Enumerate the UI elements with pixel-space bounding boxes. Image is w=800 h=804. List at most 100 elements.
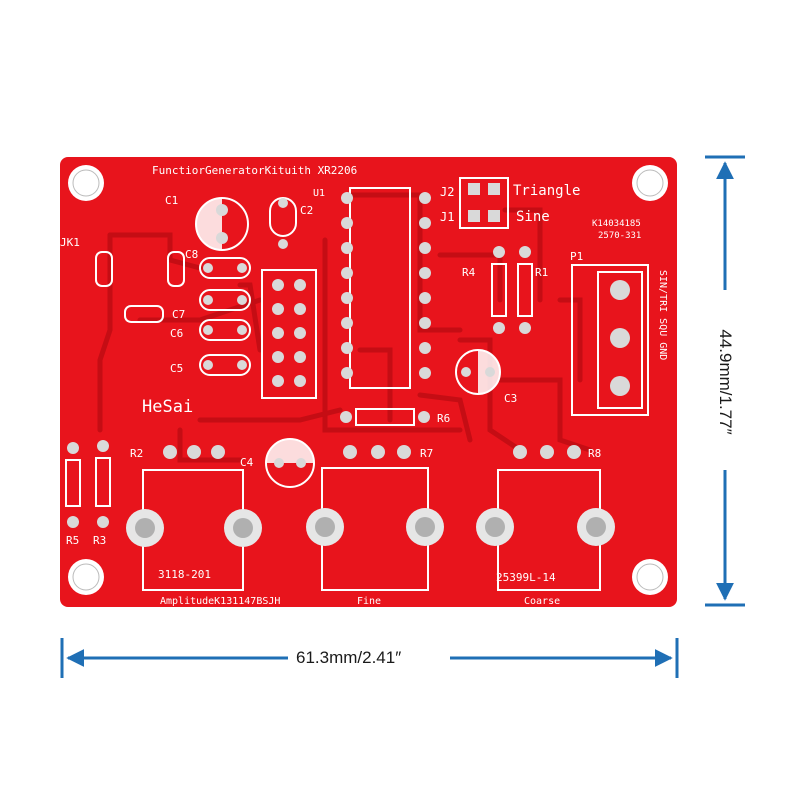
capacitor-c2 xyxy=(269,197,297,249)
solder-pad xyxy=(419,317,431,329)
solder-pad xyxy=(340,411,352,423)
dimension-lines xyxy=(60,155,745,678)
svg-text:C5: C5 xyxy=(170,362,183,375)
solder-pad xyxy=(237,263,247,273)
svg-text:R3: R3 xyxy=(93,534,106,547)
silkscreen-labels: FunctiorGeneratorKituith XR2206 HeSai K1… xyxy=(60,164,668,607)
solder-pad xyxy=(419,267,431,279)
svg-text:Coarse: Coarse xyxy=(524,596,560,607)
solder-pad xyxy=(341,192,353,204)
solder-pad xyxy=(67,442,79,454)
solder-pad xyxy=(97,516,109,528)
capacitor-c4 xyxy=(265,438,315,488)
svg-text:3118-201: 3118-201 xyxy=(158,568,211,581)
header-block xyxy=(261,269,317,399)
solder-pad xyxy=(272,279,284,291)
solder-pad xyxy=(272,375,284,387)
solder-pad xyxy=(203,360,213,370)
solder-pad xyxy=(272,303,284,315)
solder-pad xyxy=(418,411,430,423)
svg-text:P1: P1 xyxy=(570,250,583,263)
svg-text:R1: R1 xyxy=(535,266,548,279)
svg-text:JK1: JK1 xyxy=(60,236,80,249)
svg-text:C8: C8 xyxy=(185,248,198,261)
svg-text:C1: C1 xyxy=(165,194,178,207)
part-code: K14034185 xyxy=(592,219,641,229)
solder-pad xyxy=(493,246,505,258)
solder-pad xyxy=(419,367,431,379)
solder-pad xyxy=(294,303,306,315)
solder-pad xyxy=(272,351,284,363)
solder-pad xyxy=(419,242,431,254)
solder-pad xyxy=(97,440,109,452)
solder-pad xyxy=(341,217,353,229)
part-code-2: 2570-331 xyxy=(598,231,641,241)
solder-pad xyxy=(67,516,79,528)
terminal-p1 xyxy=(571,264,649,416)
solder-pad xyxy=(415,517,435,537)
solder-pad xyxy=(397,445,411,459)
capacitor-c3 xyxy=(455,349,501,395)
solder-pad xyxy=(419,292,431,304)
solder-pad xyxy=(315,517,335,537)
svg-text:C2: C2 xyxy=(300,204,313,217)
jumpers-j1-j2 xyxy=(459,177,509,229)
solder-pad xyxy=(567,445,581,459)
solder-pad xyxy=(294,279,306,291)
triangle-label: Triangle xyxy=(513,183,580,199)
svg-text:R8: R8 xyxy=(588,447,601,460)
sine-label: Sine xyxy=(516,209,550,225)
svg-text:U1: U1 xyxy=(313,188,325,199)
potentiometers xyxy=(126,467,615,591)
solder-pad xyxy=(513,445,527,459)
solder-pad xyxy=(343,445,357,459)
solder-pad xyxy=(419,192,431,204)
solder-pad xyxy=(419,217,431,229)
svg-text:C6: C6 xyxy=(170,327,183,340)
solder-pad xyxy=(519,246,531,258)
height-dimension-label: 44.9mm/1.77″ xyxy=(716,329,735,435)
brand-label: HeSai xyxy=(142,397,193,417)
svg-text:C4: C4 xyxy=(240,456,254,469)
solder-pad xyxy=(187,445,201,459)
capacitor-c1 xyxy=(195,197,249,251)
svg-text:R4: R4 xyxy=(462,266,476,279)
solder-pad xyxy=(519,322,531,334)
solder-pad xyxy=(135,518,155,538)
copper-traces xyxy=(97,192,593,463)
solder-pad xyxy=(586,517,606,537)
solder-pad xyxy=(203,295,213,305)
solder-pad xyxy=(341,267,353,279)
solder-pad xyxy=(294,351,306,363)
solder-pad xyxy=(211,445,225,459)
resistors xyxy=(65,251,533,507)
solder-pad xyxy=(294,375,306,387)
solder-pad xyxy=(371,445,385,459)
svg-text:SIN/TRI SQU GND: SIN/TRI SQU GND xyxy=(657,270,668,360)
ic-u1-footprint xyxy=(341,187,431,389)
board-title: FunctiorGeneratorKituith XR2206 xyxy=(152,164,357,177)
solder-pad xyxy=(341,367,353,379)
svg-text:AmplitudeK131147BSJH: AmplitudeK131147BSJH xyxy=(160,596,280,607)
solder-pad xyxy=(272,327,284,339)
solder-pad xyxy=(341,242,353,254)
solder-pad xyxy=(419,342,431,354)
ceramic-caps xyxy=(199,257,251,376)
solder-pad xyxy=(341,342,353,354)
svg-text:R6: R6 xyxy=(437,412,450,425)
solder-pad xyxy=(540,445,554,459)
svg-text:C7: C7 xyxy=(172,308,185,321)
svg-text:J1: J1 xyxy=(440,210,454,224)
pcb-board xyxy=(60,157,677,607)
solder-pad xyxy=(203,263,213,273)
svg-text:J2: J2 xyxy=(440,185,454,199)
solder-pad xyxy=(341,317,353,329)
svg-text:Fine: Fine xyxy=(357,596,381,607)
solder-pad xyxy=(237,360,247,370)
solder-pad xyxy=(294,327,306,339)
solder-pad xyxy=(493,322,505,334)
svg-text:C3: C3 xyxy=(504,392,517,405)
mounting-holes xyxy=(68,165,668,595)
svg-text:25399L-14: 25399L-14 xyxy=(496,571,556,584)
solder-pad xyxy=(163,445,177,459)
